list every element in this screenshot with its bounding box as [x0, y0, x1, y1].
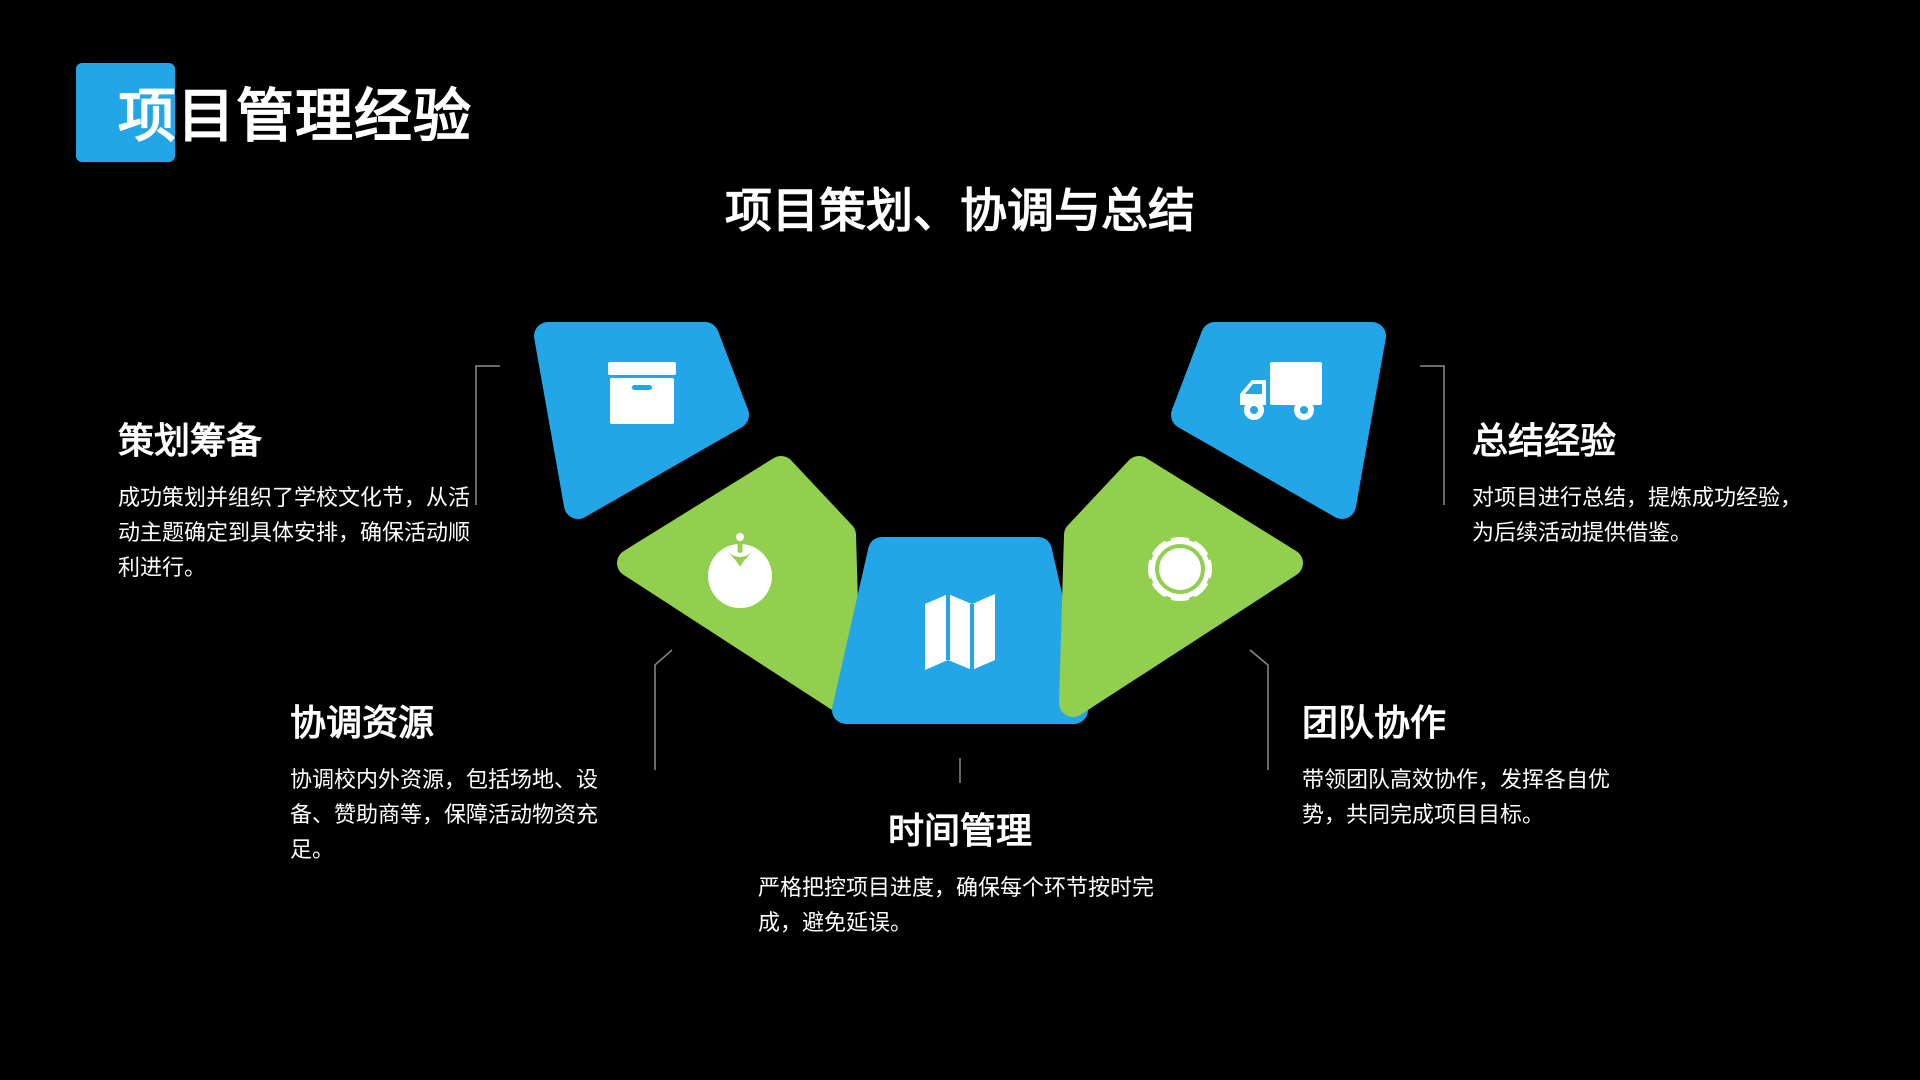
heading-teamwork: 团队协作 — [1302, 703, 1447, 744]
tomato-icon — [708, 533, 772, 608]
heading-time: 时间管理 — [887, 811, 1032, 852]
connector-line-summary — [1420, 365, 1445, 505]
description-planning: 成功策划并组织了学校文化节，从活动主题确定到具体安排，确保活动顺利进行。 — [118, 486, 471, 582]
connector-lines — [475, 365, 1445, 783]
title-accent-square — [76, 63, 175, 162]
archive-box-icon — [608, 362, 676, 424]
sun-badge-icon — [1143, 532, 1217, 606]
connector-line-resources — [654, 649, 673, 770]
connector-line-teamwork — [1249, 649, 1269, 770]
text-block-planning: 策划筹备 成功策划并组织了学校文化节，从活动主题确定到具体安排，确保活动顺利进行… — [118, 420, 488, 586]
connector-line-planning — [475, 365, 500, 505]
delivery-truck-icon — [1240, 362, 1322, 420]
heading-planning: 策划筹备 — [118, 421, 263, 462]
page-subtitle: 项目策划、协调与总结 — [725, 184, 1195, 239]
text-block-time: 时间管理 严格把控项目进度，确保每个环节按时完成，避免延误。 — [758, 810, 1158, 941]
text-block-resources: 协调资源 协调校内外资源，包括场地、设备、赞助商等，保障活动物资充足。 — [290, 702, 610, 868]
page-title: 项目管理经验 — [118, 82, 473, 150]
heading-resources: 协调资源 — [290, 703, 435, 744]
description-summary: 对项目进行总结，提炼成功经验，为后续活动提供借鉴。 — [1472, 486, 1803, 547]
description-teamwork: 带领团队高效协作，发挥各自优势，共同完成项目目标。 — [1302, 768, 1611, 829]
text-block-summary: 总结经验 对项目进行总结，提炼成功经验，为后续活动提供借鉴。 — [1472, 420, 1802, 551]
segment-summary[interactable] — [1171, 322, 1386, 519]
heading-summary: 总结经验 — [1472, 421, 1617, 462]
description-resources: 协调校内外资源，包括场地、设备、赞助商等，保障活动物资充足。 — [290, 768, 599, 864]
text-block-teamwork: 团队协作 带领团队高效协作，发挥各自优势，共同完成项目目标。 — [1302, 702, 1632, 833]
folded-map-icon — [925, 594, 995, 670]
description-time: 严格把控项目进度，确保每个环节按时完成，避免延误。 — [758, 876, 1155, 937]
